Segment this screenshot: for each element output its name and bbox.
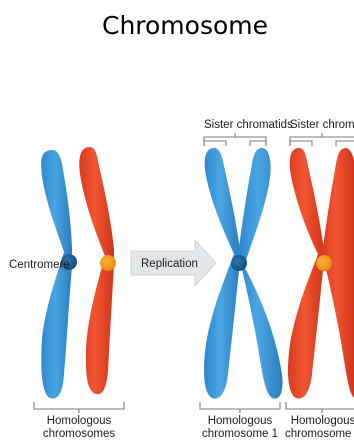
sister-chromatids-label-2: Sister chromatids [290, 119, 354, 131]
replicated-chromosome-1 [204, 148, 283, 399]
sister-chromatids-sub-brackets-1 [204, 141, 266, 146]
homologous-chromosome-2-label-line2: chromosome 2 [285, 428, 354, 440]
homologous-chromosomes-bracket [34, 402, 124, 413]
replication-label: Replication [141, 258, 198, 270]
sister-chromatids-sub-brackets-2 [290, 141, 354, 146]
sister-chromatids-bracket-2 [290, 133, 354, 146]
homologous-chromosomes-label-line2: chromosomes [43, 428, 115, 440]
replicated-chromosome-2 [288, 148, 354, 399]
centromere-label: Centromere [9, 259, 70, 271]
blue-chromatid-right [238, 148, 283, 399]
homologous-1-bracket [200, 402, 280, 413]
blue-chromosome [41, 150, 72, 399]
replication-arrow: Replication [131, 240, 216, 286]
homologous-chromosome-1-label-line1: Homologous [208, 415, 273, 427]
sister-chromatids-label-1: Sister chromatids [204, 119, 293, 131]
homologous-2-bracket [286, 402, 354, 413]
red-chromatid-right [322, 148, 354, 398]
orange-centromere [100, 255, 116, 271]
homologous-chromosomes-label-line1: Homologous [47, 415, 112, 427]
diagram-title: Chromosome [102, 11, 268, 40]
homologous-pair [41, 147, 116, 399]
red-chromatid-left [288, 148, 324, 399]
blue-centromere-replicated [231, 255, 247, 271]
blue-chromatid-left [204, 148, 240, 399]
orange-centromere-replicated [316, 255, 332, 271]
sister-chromatids-bracket-1 [204, 133, 266, 146]
homologous-chromosome-1-label-line2: chromosome 1 [202, 428, 278, 440]
homologous-chromosome-2-label-line1: Homologous [291, 415, 354, 427]
